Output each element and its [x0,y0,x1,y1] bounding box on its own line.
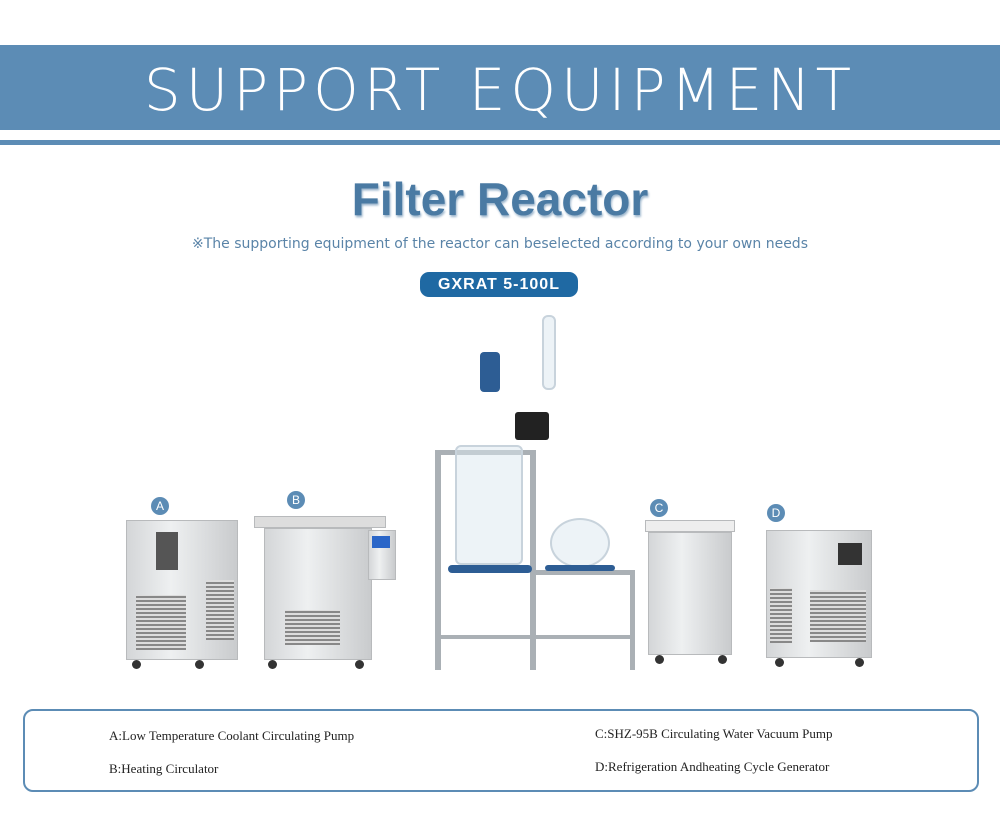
motor [480,352,500,392]
badge-a: A [151,497,169,515]
legend-d: D:Refrigeration Andheating Cycle Generat… [595,759,830,774]
controller [515,412,549,440]
display [372,536,390,548]
legend-b: B:Heating Circulator [109,761,219,776]
section-banner: SUPPORT EQUIPMENT [0,45,1000,130]
control-panel [156,532,178,570]
vent [770,588,792,643]
control-panel [838,543,862,565]
product-subtitle: ※The supporting equipment of the reactor… [192,236,808,252]
flask-ring [545,565,615,571]
vent [285,610,340,645]
legend-c: C:SHZ-95B Circulating Water Vacuum Pump [595,726,833,741]
vent [206,580,234,640]
heating-bath-top [254,516,386,528]
model-badge: GXRAT 5-100L [420,272,578,297]
vent [810,590,866,642]
badge-d: D [767,504,785,522]
filter-flask [550,518,610,568]
vessel-flange [448,565,532,573]
reactor-vessel [455,445,523,565]
badge-b: B [287,491,305,509]
condenser [542,315,556,390]
badge-c: C [650,499,668,517]
divider [0,140,1000,145]
legend-a: A:Low Temperature Coolant Circulating Pu… [109,728,355,743]
product-title: Filter Reactor [351,173,649,225]
vent [136,595,186,650]
pump-top [645,520,735,532]
equipment-legend: A:Low Temperature Coolant Circulating Pu… [23,709,979,792]
vacuum-pump-c [648,532,732,655]
